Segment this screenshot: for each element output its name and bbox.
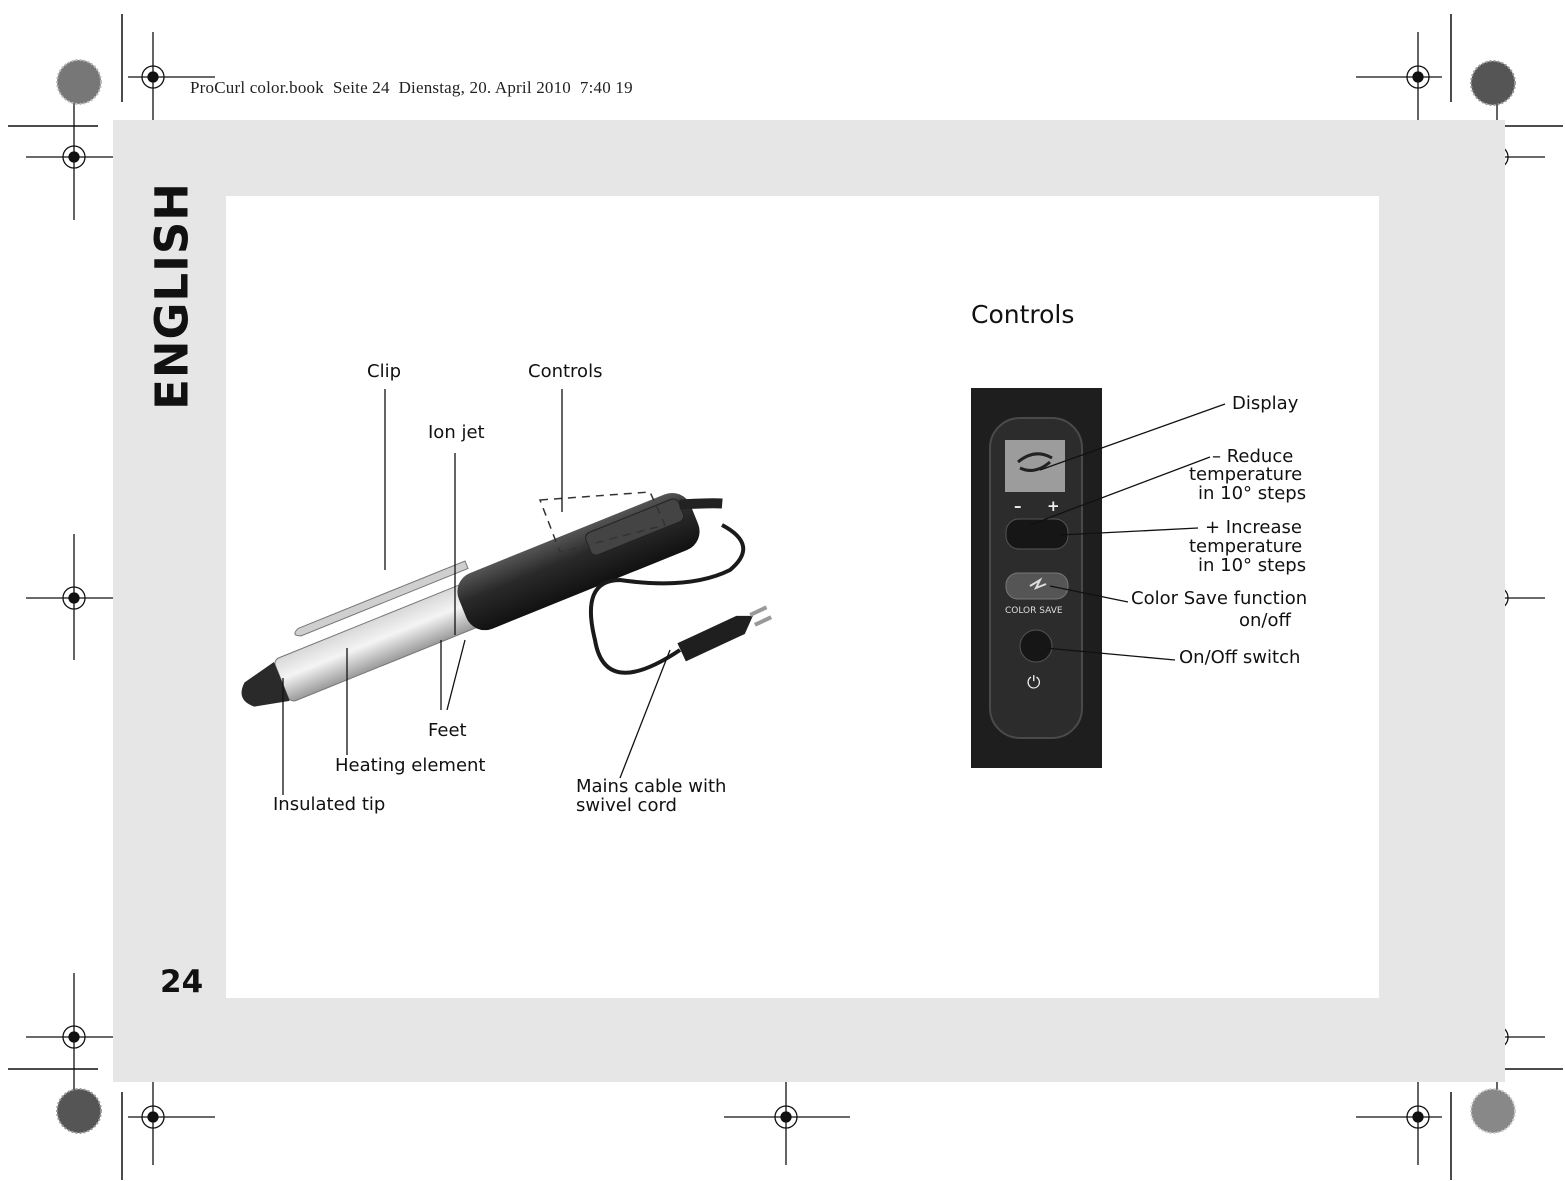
label-mains-cable-line1: Mains cable with	[576, 776, 727, 797]
color-save-icon	[1029, 577, 1047, 590]
display-symbol-icon	[1017, 452, 1053, 472]
panel-plus-mark: +	[1047, 497, 1060, 515]
page-number: 24	[160, 964, 204, 1000]
label-ion-jet: Ion jet	[428, 422, 485, 443]
panel-minus-mark: –	[1014, 497, 1022, 515]
label-increase-line1: + Increase	[1205, 517, 1302, 538]
panel-power-icon: ⏻	[1027, 673, 1041, 693]
label-feet: Feet	[428, 720, 467, 741]
controls-heading: Controls	[971, 300, 1075, 329]
display-screen	[1005, 440, 1065, 492]
content-panel	[226, 196, 1379, 998]
panel-color-save-mark: COLOR SAVE	[1005, 606, 1063, 616]
label-clip: Clip	[367, 361, 401, 382]
label-reduce-line2: temperature	[1189, 464, 1303, 485]
label-insulated-tip: Insulated tip	[273, 794, 386, 815]
label-mains-cable-line2: swivel cord	[576, 795, 677, 816]
label-color-save-line2: on/off	[1239, 610, 1291, 631]
label-onoff-switch: On/Off switch	[1179, 647, 1301, 668]
label-controls: Controls	[528, 361, 603, 382]
label-increase-line2: temperature	[1189, 536, 1303, 557]
label-heating-element: Heating element	[335, 755, 486, 776]
label-color-save-line1: Color Save function	[1131, 588, 1308, 609]
label-increase-line3: in 10° steps	[1198, 555, 1307, 576]
label-reduce-line3: in 10° steps	[1198, 483, 1307, 504]
print-header: ProCurl color.book Seite 24 Dienstag, 20…	[190, 78, 633, 97]
label-display: Display	[1232, 393, 1299, 414]
label-reduce-line1: – Reduce	[1212, 446, 1294, 467]
